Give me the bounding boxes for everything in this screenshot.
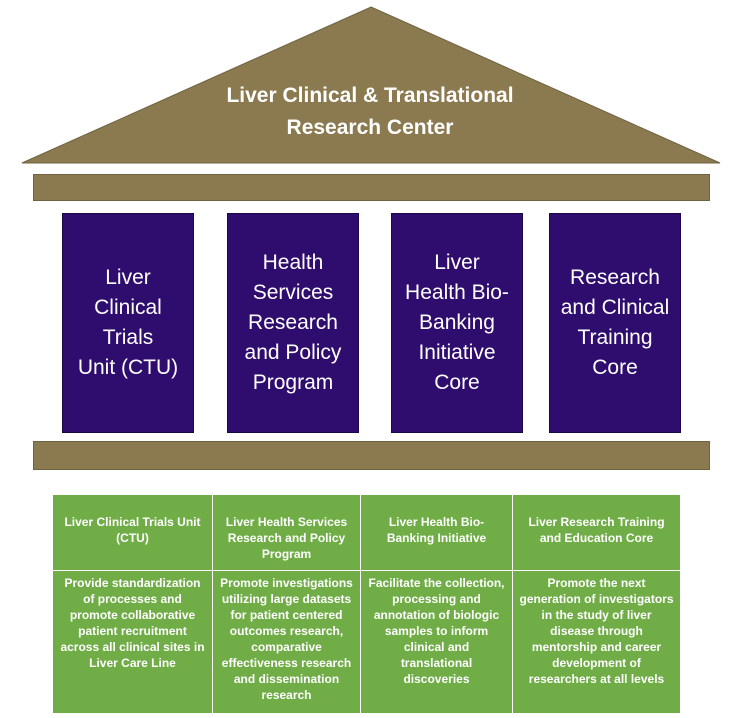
roof-triangle bbox=[21, 6, 721, 164]
table-header-training: Liver Research Training and Education Co… bbox=[513, 495, 681, 571]
pillar-research-training: Research and Clinical Training Core bbox=[549, 213, 681, 433]
pillar-bio-banking: Liver Health Bio- Banking Initiative Cor… bbox=[391, 213, 523, 433]
roof bbox=[21, 6, 721, 164]
table-header-bio-banking: Liver Health Bio- Banking Initiative bbox=[361, 495, 513, 571]
table-header-health-services: Liver Health Services Research and Polic… bbox=[213, 495, 361, 571]
table-header-ctu: Liver Clinical Trials Unit (CTU) bbox=[53, 495, 213, 571]
center-title-line2: Research Center bbox=[286, 116, 454, 139]
center-title-line1: Liver Clinical & Translational bbox=[226, 84, 514, 107]
table-desc-ctu: Provide standardization of processes and… bbox=[53, 571, 213, 714]
center-title: Liver Clinical & Translational Research … bbox=[170, 80, 570, 144]
pillar-clinical-trials-unit: Liver Clinical Trials Unit (CTU) bbox=[62, 213, 194, 433]
programs-table: Liver Clinical Trials Unit (CTU) Liver H… bbox=[53, 495, 681, 714]
base-beam bbox=[33, 441, 710, 470]
table-desc-health-services: Promote investigations utilizing large d… bbox=[213, 571, 361, 714]
top-beam bbox=[33, 174, 710, 201]
table-desc-training: Promote the next generation of investiga… bbox=[513, 571, 681, 714]
pillar-health-services-research: Health Services Research and Policy Prog… bbox=[227, 213, 359, 433]
table-desc-bio-banking: Facilitate the collection, processing an… bbox=[361, 571, 513, 714]
